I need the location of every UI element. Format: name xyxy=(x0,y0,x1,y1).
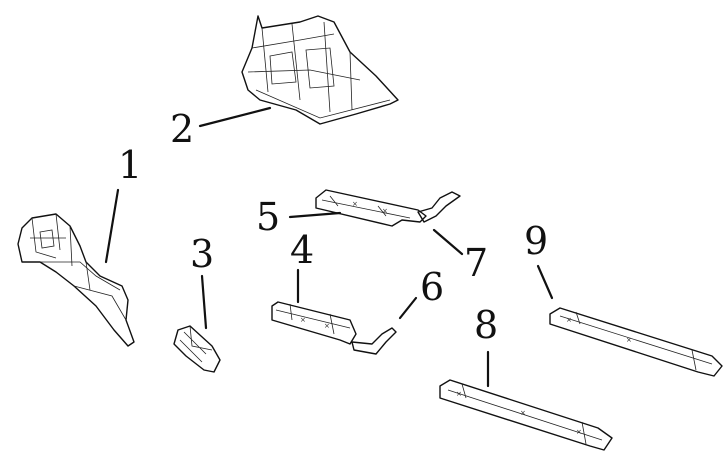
callout-3: 3 xyxy=(190,232,214,276)
callout-6: 6 xyxy=(420,265,444,309)
part-8-sill: × × × xyxy=(439,379,613,451)
svg-text:×: × xyxy=(352,200,358,208)
svg-text:×: × xyxy=(576,428,582,436)
leader-2 xyxy=(198,106,272,128)
leader-7 xyxy=(432,228,464,256)
part-4-sill: × × xyxy=(271,301,357,345)
leader-5 xyxy=(288,211,342,219)
svg-text:×: × xyxy=(324,322,330,330)
part-7-strip xyxy=(417,191,461,223)
part-9-sill: × × xyxy=(549,307,723,377)
part-3-bracket xyxy=(173,325,221,373)
leader-3 xyxy=(200,274,208,330)
leader-9 xyxy=(536,264,554,300)
svg-text:×: × xyxy=(300,316,306,324)
callout-2: 2 xyxy=(170,107,194,151)
callout-7: 7 xyxy=(464,241,488,285)
callout-5: 5 xyxy=(256,195,280,239)
part-5-sill: × × xyxy=(315,189,427,227)
part-2-panel xyxy=(241,15,399,125)
leader-1 xyxy=(104,188,120,264)
svg-text:×: × xyxy=(626,336,632,344)
part-1-panel xyxy=(17,213,135,347)
callout-8: 8 xyxy=(474,303,498,347)
callout-1: 1 xyxy=(118,143,142,187)
svg-text:×: × xyxy=(382,207,388,215)
leader-6 xyxy=(398,296,418,320)
svg-text:×: × xyxy=(520,409,526,417)
part-6-strip xyxy=(351,327,397,355)
callout-4: 4 xyxy=(290,228,314,272)
svg-text:×: × xyxy=(566,316,572,324)
callout-9: 9 xyxy=(524,219,548,263)
svg-text:×: × xyxy=(456,390,462,398)
